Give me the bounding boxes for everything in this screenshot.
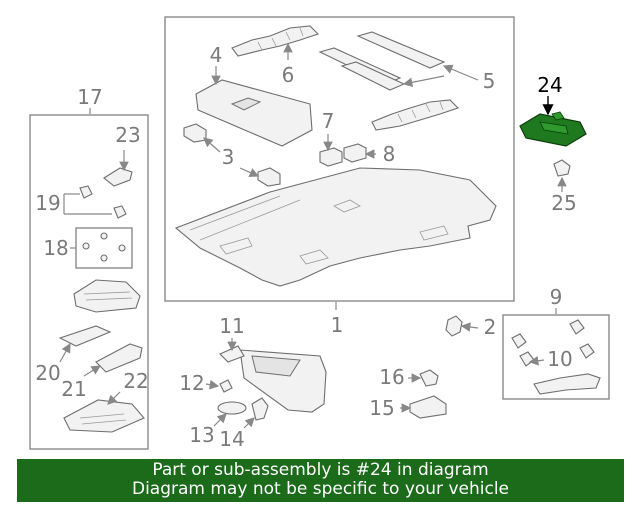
part-22-base	[63, 399, 145, 433]
banner-line-2: Diagram may not be specific to your vehi…	[131, 479, 509, 499]
part-10-covers	[511, 319, 595, 367]
callout-14: 14	[219, 427, 244, 451]
callout-4: 4	[210, 43, 223, 67]
part-2-pin	[445, 315, 463, 337]
callout-2: 2	[484, 315, 497, 339]
part-14-holder	[251, 397, 269, 421]
callout-5: 5	[483, 69, 496, 93]
part-info-banner: Part or sub-assembly is #24 in diagram D…	[17, 459, 624, 502]
callout-24-highlighted: 24	[537, 73, 562, 97]
callout-20: 20	[35, 361, 60, 385]
console-group-frame	[29, 114, 149, 450]
console-housing	[73, 279, 141, 313]
callout-22: 22	[123, 369, 148, 393]
headliner-group-frame	[164, 16, 515, 302]
callout-8: 8	[383, 142, 396, 166]
assist-grip-group-frame	[502, 314, 610, 400]
part-25-bulb	[553, 159, 571, 177]
callout-10: 10	[547, 347, 572, 371]
callout-11: 11	[219, 314, 244, 338]
callout-17: 17	[77, 85, 102, 109]
callout-3: 3	[222, 145, 235, 169]
banner-line-1: Part or sub-assembly is #24 in diagram	[152, 460, 489, 480]
part-11-sun-visor	[219, 345, 327, 413]
part-16-bulb	[419, 369, 439, 387]
part-15-lamp	[409, 395, 447, 419]
callout-21: 21	[61, 377, 86, 401]
callout-16: 16	[379, 365, 404, 389]
part-5-bracket	[371, 99, 460, 131]
leader-lines	[59, 42, 567, 429]
part-5-strips	[318, 31, 446, 91]
assist-grip	[533, 373, 601, 395]
part-12-screw	[219, 379, 233, 393]
callout-1: 1	[331, 313, 344, 337]
part-24-dome-light	[519, 111, 587, 147]
part-6-bracket	[231, 25, 320, 57]
part-8-block	[343, 143, 367, 163]
part-18-pins	[82, 232, 126, 262]
callout-18: 18	[43, 236, 68, 260]
part-7-block	[319, 147, 343, 167]
part-21-cover	[95, 343, 143, 373]
part-4-panel	[195, 79, 313, 147]
exploded-parts-diagram: 1 2 3 4 5 6 7 8 9 10 11 12 13 14 15 16 1…	[29, 16, 610, 451]
callout-23: 23	[115, 123, 140, 147]
part-19-clips	[79, 185, 127, 219]
callout-9: 9	[550, 285, 563, 309]
part-20-lens	[58, 325, 112, 347]
part-23-connector	[103, 167, 133, 187]
part-1-headliner	[174, 167, 497, 287]
part-13-cover	[217, 401, 247, 415]
callout-12: 12	[179, 371, 204, 395]
callout-15: 15	[369, 396, 394, 420]
callout-6: 6	[282, 63, 295, 87]
callout-19: 19	[35, 191, 60, 215]
callout-7: 7	[322, 109, 335, 133]
callout-25: 25	[551, 191, 576, 215]
callout-13: 13	[189, 423, 214, 447]
